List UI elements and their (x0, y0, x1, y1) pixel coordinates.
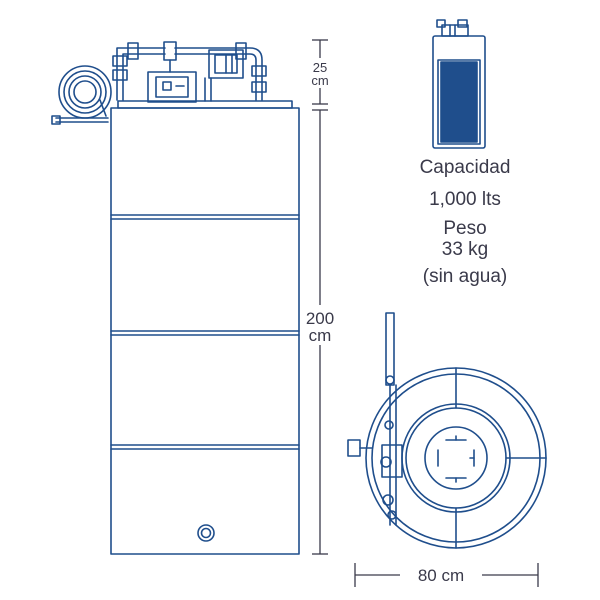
capacity-label: Capacidad (419, 157, 511, 178)
pump-assembly-icon (112, 41, 267, 103)
hose-reel-icon (51, 65, 112, 125)
weight-value: 33 kg (441, 239, 489, 260)
weight-note: (sin agua) (422, 266, 508, 287)
top-dimension-value: 25 (313, 60, 327, 75)
tank-side-view-icon (110, 100, 300, 555)
dimension-line-top (312, 39, 328, 105)
tank-top-view-icon (347, 312, 547, 549)
height-dimension-unit: cm (309, 326, 332, 345)
top-dimension-unit: cm (311, 73, 328, 88)
weight-label: Peso (443, 218, 487, 239)
dimension-line-height (312, 109, 328, 555)
fill-level-indicator-icon (432, 19, 486, 149)
dimension-line-diameter (354, 563, 539, 587)
diameter-dimension: 80 cm (418, 566, 464, 585)
height-dimension-value: 200 (306, 309, 334, 328)
capacity-value: 1,000 lts (429, 189, 501, 210)
